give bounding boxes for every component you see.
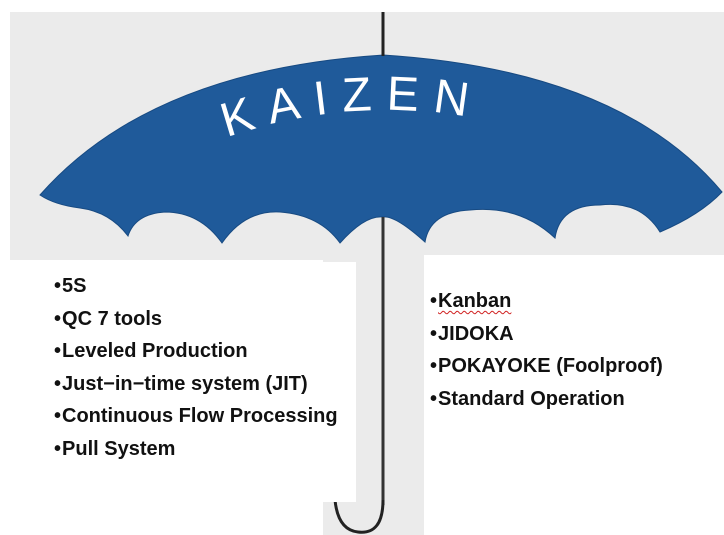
list-item-text: Continuous Flow Processing: [62, 405, 338, 427]
list-item: Leveled Production: [54, 335, 356, 368]
umbrella-canopy: [39, 54, 723, 244]
list-item-text: Kanban: [438, 290, 512, 312]
list-item: Kanban: [430, 285, 724, 318]
right-topics-box: Kanban JIDOKA POKAYOKE (Foolproof) Stand…: [424, 255, 724, 535]
umbrella-handle: [333, 499, 385, 534]
list-item: Just−in−time system (JIT): [54, 368, 356, 401]
list-item-text: Leveled Production: [62, 340, 248, 362]
list-item-text: 5S: [62, 275, 87, 297]
left-topics-list: 5S QC 7 tools Leveled Production Just−in…: [54, 270, 356, 465]
list-item: POKAYOKE (Foolproof): [430, 350, 724, 383]
list-item: Continuous Flow Processing: [54, 400, 356, 433]
list-item-text: Just−in−time system (JIT): [62, 372, 308, 395]
list-item: Standard Operation: [430, 383, 724, 416]
list-item: 5S: [54, 270, 356, 303]
list-item-text: JIDOKA: [438, 322, 514, 345]
list-item-text: Standard Operation: [438, 387, 625, 410]
list-item: JIDOKA: [430, 318, 724, 351]
list-item: Pull System: [54, 433, 356, 466]
list-item-text: QC 7 tools: [62, 307, 163, 330]
left-topics-box: 5S QC 7 tools Leveled Production Just−in…: [38, 262, 356, 502]
list-item-text: POKAYOKE (Foolproof): [438, 355, 663, 377]
right-topics-list: Kanban JIDOKA POKAYOKE (Foolproof) Stand…: [430, 285, 724, 415]
list-item: QC 7 tools: [54, 303, 356, 336]
list-item-text: Pull System: [62, 437, 176, 460]
